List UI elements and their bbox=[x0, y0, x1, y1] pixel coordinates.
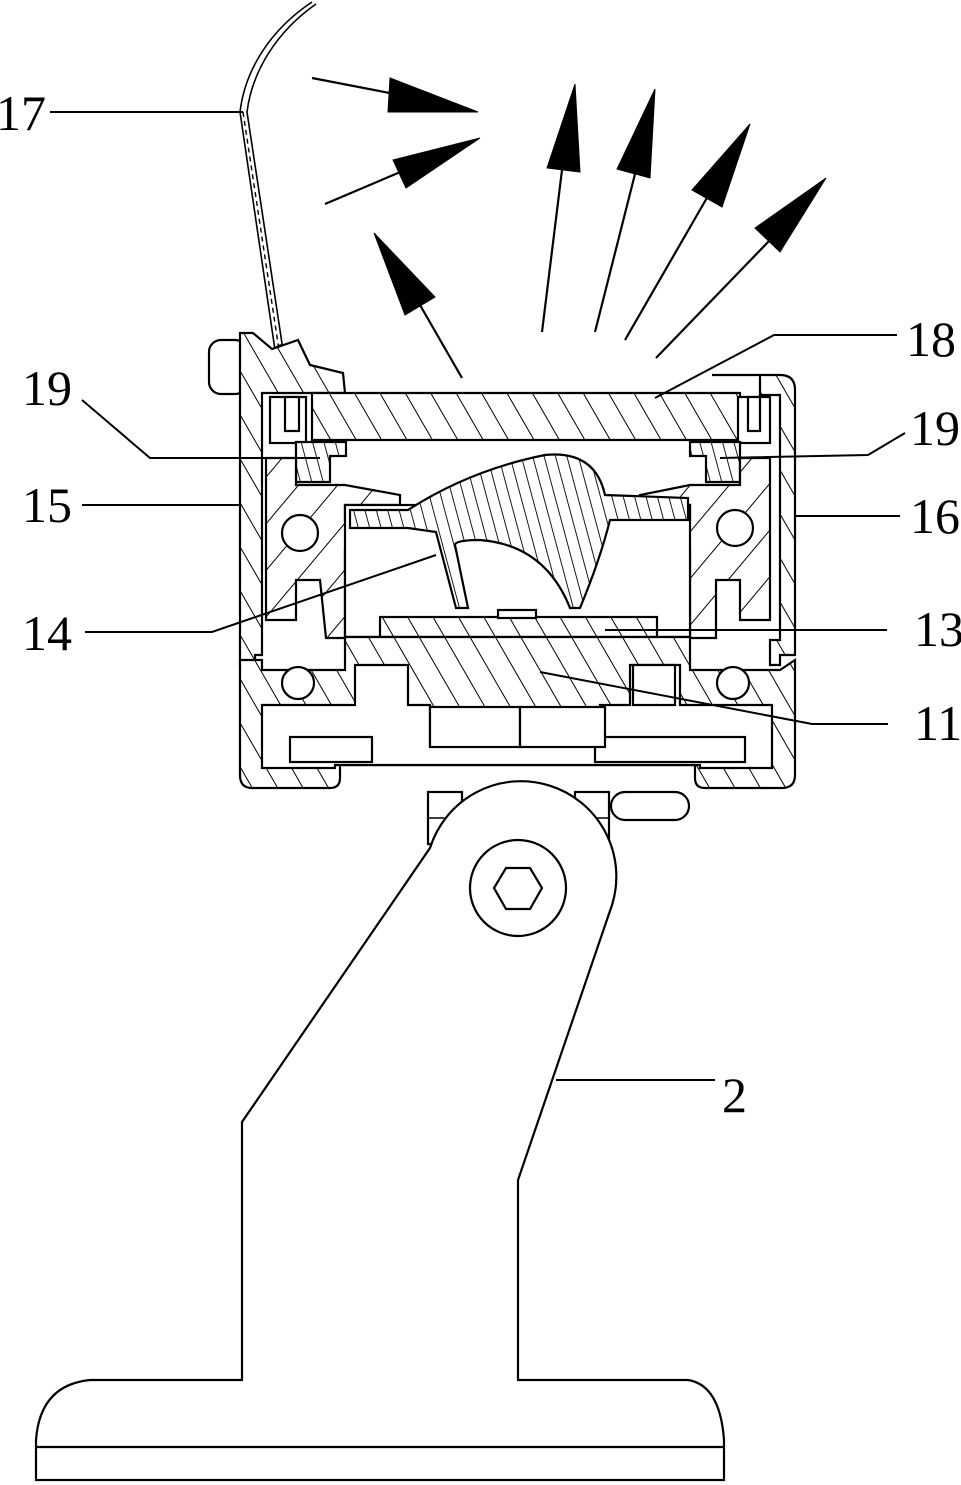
label-17: 17 bbox=[0, 85, 46, 141]
label-15: 15 bbox=[22, 477, 72, 533]
leader-19-left bbox=[81, 399, 320, 459]
seal-left bbox=[294, 440, 348, 484]
label-19-right: 19 bbox=[910, 400, 960, 456]
label-18: 18 bbox=[906, 311, 956, 367]
label-13: 13 bbox=[914, 601, 961, 657]
leader-lines bbox=[50, 111, 906, 1081]
leader-14 bbox=[85, 554, 437, 633]
top-cover bbox=[310, 391, 742, 442]
mounting-bracket bbox=[34, 780, 726, 1482]
right-profile bbox=[712, 373, 797, 667]
label-19-left: 19 bbox=[22, 360, 72, 416]
light-ray-arrow bbox=[655, 177, 827, 359]
label-11: 11 bbox=[914, 695, 961, 751]
leader-18 bbox=[654, 334, 897, 399]
light-ray-arrow bbox=[373, 232, 463, 379]
label-2: 2 bbox=[722, 1067, 747, 1123]
lens bbox=[348, 453, 690, 610]
label-16: 16 bbox=[910, 488, 960, 544]
label-14: 14 bbox=[22, 605, 72, 661]
reference-labels: 17 18 19 19 15 16 14 13 11 2 bbox=[0, 85, 961, 1123]
light-ray-arrow bbox=[540, 83, 581, 333]
leader-19-right bbox=[719, 432, 906, 459]
bracket-arm bbox=[34, 780, 726, 1482]
light-ray-arrow bbox=[324, 137, 481, 206]
leader-11 bbox=[539, 671, 888, 725]
led-board bbox=[378, 615, 659, 639]
light-rays bbox=[311, 76, 827, 379]
reflector-sheet bbox=[239, 1, 317, 373]
led-chip bbox=[496, 608, 538, 620]
hex-bolt-icon bbox=[492, 866, 544, 911]
seal-right bbox=[688, 440, 742, 484]
housing bbox=[207, 331, 797, 846]
light-ray-arrow bbox=[593, 88, 656, 333]
screw-head bbox=[609, 790, 691, 822]
light-ray-arrow bbox=[311, 76, 479, 113]
light-ray-arrow bbox=[624, 123, 751, 341]
